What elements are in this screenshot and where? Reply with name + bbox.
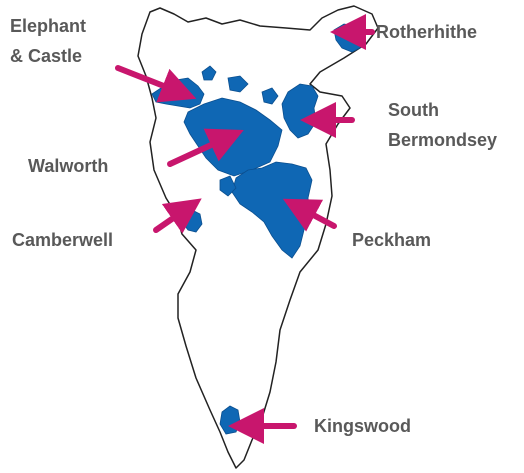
borough-boundary xyxy=(137,5,379,469)
highlight-walworth-fragment xyxy=(227,75,249,93)
label-walworth: Walworth xyxy=(28,156,108,176)
label-peckham: Peckham xyxy=(352,230,431,250)
highlight-peckham-fragment xyxy=(219,175,237,197)
label-south-line1: South xyxy=(388,100,439,120)
arrow-peckham xyxy=(282,198,337,232)
highlight-bermondsey-fragment xyxy=(261,87,279,105)
label-south-line2: Bermondsey xyxy=(388,130,497,150)
label-elephant-line1: Elephant xyxy=(10,16,86,36)
arrow-camberwell xyxy=(153,198,202,234)
label-elephant-line2: & Castle xyxy=(10,46,82,66)
arrow-walworth xyxy=(167,128,244,167)
label-camberwell: Camberwell xyxy=(12,230,113,250)
label-kingswood: Kingswood xyxy=(314,416,411,436)
label-rotherhithe: Rotherhithe xyxy=(376,22,477,42)
highlight-elephant-fragment xyxy=(201,65,217,81)
arrow-elephant-castle xyxy=(115,65,197,103)
